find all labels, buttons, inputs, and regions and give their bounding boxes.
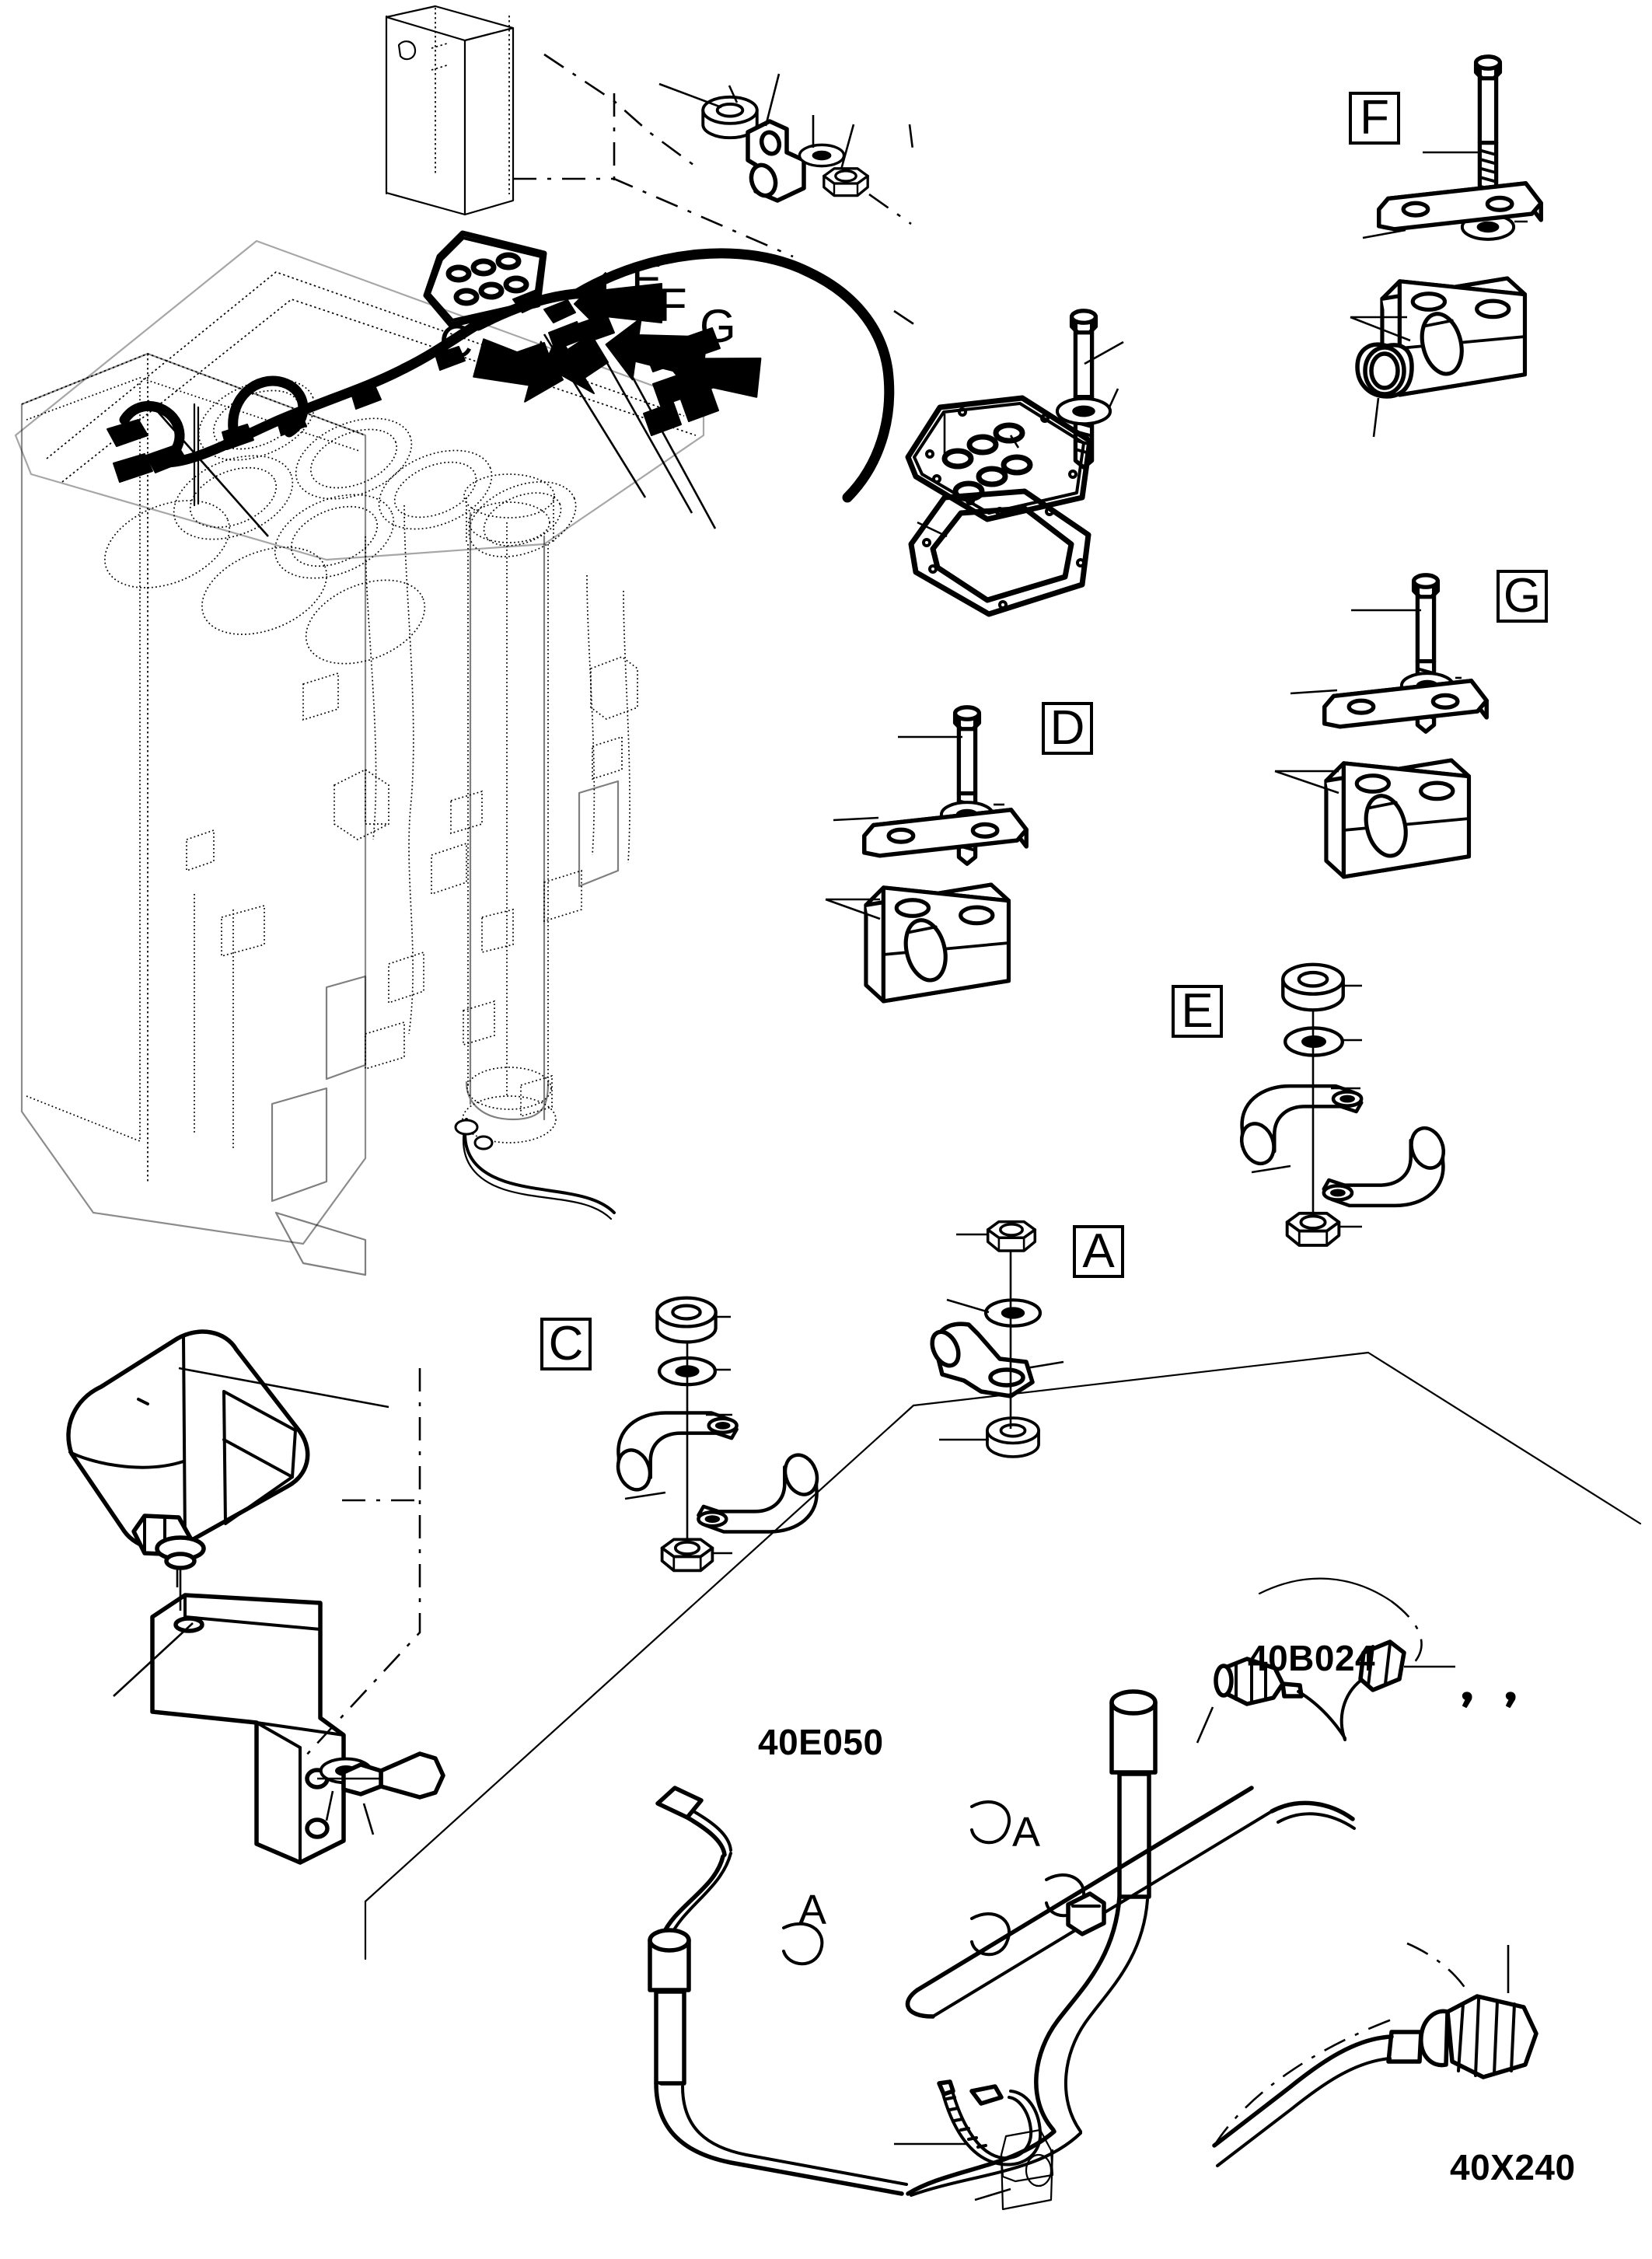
detail-F [1350, 57, 1541, 438]
callout-box-G: G [1497, 570, 1548, 623]
part-number-40E050: 40E050 [758, 1722, 884, 1762]
arrow-label-G: G [700, 300, 736, 352]
hose-routing [648, 1689, 1356, 2197]
callout-label-E: E [1181, 984, 1214, 1038]
detail-A [930, 1220, 1064, 1458]
callout-box-C: C [540, 1318, 592, 1370]
detail-E [1236, 965, 1448, 1247]
part-number-40X240: 40X240 [1450, 2147, 1576, 2187]
wiring-harness [107, 248, 895, 537]
arrow-label-F: F [658, 279, 687, 331]
detail-G [1274, 575, 1486, 877]
callout-label-D: D [1050, 701, 1085, 755]
main-view-small-clips [512, 289, 728, 529]
top-clamp-detail [658, 73, 869, 203]
section-label-A-upper: A [1012, 1809, 1041, 1856]
section-boundaries [513, 53, 918, 328]
section-label-A-lower: A [798, 1887, 827, 1933]
arrow-label-E: E [631, 253, 663, 306]
detail-D [825, 707, 1026, 1001]
panel-boundary [304, 1351, 1642, 1960]
callout-label-F: F [1360, 91, 1389, 145]
detail-C [613, 1298, 823, 1573]
housing-bracket-assembly [66, 1329, 445, 1865]
connector-40B024 [1196, 1577, 1516, 1744]
part-number-40B024: 40B024 [1248, 1638, 1376, 1678]
callout-box-E: E [1172, 985, 1223, 1038]
cable-tie-and-tag [894, 2079, 1054, 2211]
cover-plate-gasket-assembly [905, 311, 1124, 617]
callout-label-C: C [548, 1317, 584, 1370]
machine-body-ghost [14, 5, 705, 1276]
callout-label-G: G [1503, 569, 1542, 623]
arrow-label-C: C [439, 316, 473, 368]
connector-40X240 [1212, 1942, 1538, 2167]
callout-label-A: A [1082, 1224, 1115, 1278]
callout-box-D: D [1042, 702, 1093, 755]
callout-box-A: A [1073, 1225, 1124, 1278]
callout-box-F: F [1349, 92, 1400, 145]
